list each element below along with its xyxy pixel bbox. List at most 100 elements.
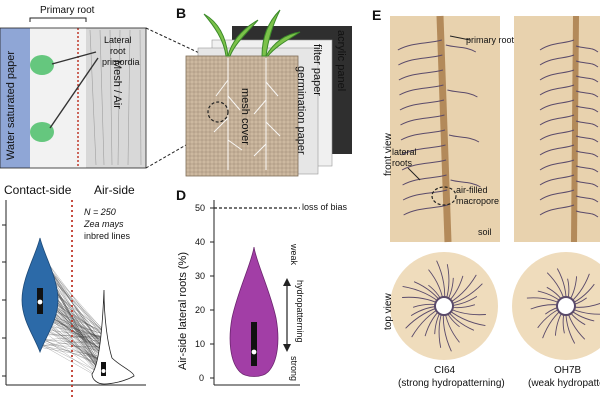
lateral-root bbox=[539, 69, 575, 81]
lateral-root bbox=[399, 99, 445, 111]
paired-line bbox=[39, 339, 105, 360]
oh7b-label: OH7B bbox=[554, 365, 582, 376]
lateral-root bbox=[539, 129, 575, 141]
lateral-root bbox=[403, 204, 448, 216]
contact-median bbox=[37, 299, 43, 305]
contact-side-label: Contact-side bbox=[4, 183, 72, 197]
primordia-label-1: Lateral bbox=[104, 35, 132, 45]
arrow-1 bbox=[51, 51, 97, 65]
d-tick-20: 20 bbox=[195, 305, 206, 315]
soil-label: soil bbox=[478, 227, 492, 237]
primordium-1 bbox=[30, 55, 54, 75]
primary-root-bracket bbox=[29, 17, 87, 22]
d-tick-0: 0 bbox=[199, 373, 205, 383]
d-box bbox=[251, 322, 257, 366]
photo-frame bbox=[0, 27, 147, 169]
lateral-root bbox=[450, 179, 481, 188]
lateral-root bbox=[575, 150, 599, 158]
paired-line bbox=[39, 338, 105, 368]
d-tick-10: 10 bbox=[195, 339, 206, 349]
lateral-root bbox=[575, 165, 599, 173]
panel-e-letter: E bbox=[372, 7, 382, 23]
macropore-label-2: macropore bbox=[456, 196, 500, 206]
ci64-sub-label: (strong hydropatterning) bbox=[398, 378, 505, 389]
lateral-root bbox=[539, 54, 575, 66]
ci64-center bbox=[434, 296, 454, 316]
lateral-root bbox=[447, 89, 478, 98]
loss-of-bias-label: loss of bias bbox=[302, 202, 348, 212]
lateral-root bbox=[402, 189, 448, 201]
lateral-root bbox=[400, 114, 445, 126]
root-area bbox=[30, 28, 86, 168]
a-ticks bbox=[2, 224, 6, 377]
lateral-root bbox=[448, 134, 480, 143]
lateral-pointer bbox=[407, 167, 421, 181]
zoom-circle bbox=[207, 101, 229, 123]
oh7b-center bbox=[556, 296, 576, 316]
mesh-grid bbox=[186, 56, 298, 176]
primary-root-pointer bbox=[449, 35, 471, 41]
plant-left bbox=[203, 13, 259, 57]
lateral-root bbox=[539, 39, 575, 51]
lateral-root bbox=[575, 75, 599, 83]
hydro-arrow-up bbox=[283, 278, 291, 286]
hydro-arrow-down bbox=[283, 344, 291, 352]
lateral-root bbox=[401, 159, 447, 171]
d-median bbox=[251, 349, 257, 355]
d-tick-30: 30 bbox=[195, 271, 206, 281]
arrow-2 bbox=[49, 57, 99, 129]
primordium-2 bbox=[30, 122, 54, 142]
d-ticks bbox=[210, 207, 214, 379]
zoom-line-bottom bbox=[145, 129, 213, 169]
mesh-streaks bbox=[89, 29, 142, 166]
lateral-root bbox=[539, 99, 575, 111]
lateral-root bbox=[575, 210, 599, 218]
lateral-roots-front bbox=[397, 39, 599, 218]
d-tick-50: 50 bbox=[195, 203, 206, 213]
ci64-primary-root bbox=[436, 15, 452, 243]
lateral-root bbox=[398, 54, 443, 66]
lines-label: inbred lines bbox=[84, 231, 131, 241]
air-side-label: Air-side bbox=[94, 183, 135, 197]
paired-line bbox=[39, 324, 105, 371]
lateral-root bbox=[402, 174, 447, 186]
lateral-root bbox=[575, 105, 599, 113]
lateral-root bbox=[539, 189, 575, 201]
lateral-root bbox=[539, 159, 575, 171]
lateral-root bbox=[539, 144, 575, 156]
lateral-root bbox=[445, 44, 477, 53]
lateral-root bbox=[399, 84, 444, 96]
lateral-root bbox=[539, 204, 575, 216]
panel-b-letter: B bbox=[176, 5, 187, 21]
primary-root-label: Primary root bbox=[40, 5, 95, 16]
lateral-root bbox=[539, 84, 575, 96]
panel-d-letter: D bbox=[176, 187, 187, 203]
lateral-root bbox=[400, 129, 446, 141]
lateral-root bbox=[575, 180, 599, 188]
primordia-label-3: primordia bbox=[102, 57, 140, 67]
ci64-label: CI64 bbox=[434, 365, 456, 376]
macropore-circle bbox=[431, 186, 457, 206]
primary-root-e-label: primary root bbox=[466, 35, 515, 45]
n-label: N = 250 bbox=[84, 207, 116, 217]
oh7b-primary-root bbox=[571, 15, 579, 243]
d-violin bbox=[229, 246, 279, 377]
lateral-root bbox=[575, 195, 599, 203]
mesh-area bbox=[86, 28, 146, 168]
lateral-root bbox=[575, 45, 599, 53]
top-view-label: top view bbox=[383, 293, 394, 330]
oh7b-sub-label: (weak hydropatterning) bbox=[528, 378, 600, 389]
d-tick-40: 40 bbox=[195, 237, 206, 247]
lateral-root bbox=[398, 69, 444, 81]
lateral-root bbox=[575, 60, 599, 68]
zoom-line-top bbox=[145, 27, 211, 59]
lateral-root bbox=[539, 114, 575, 126]
lateral-root bbox=[575, 120, 599, 128]
lateral-root bbox=[397, 39, 442, 51]
air-median bbox=[101, 369, 106, 373]
air-violin bbox=[91, 289, 135, 385]
paired-line bbox=[39, 347, 105, 360]
primordia-label-2: root bbox=[110, 46, 126, 56]
